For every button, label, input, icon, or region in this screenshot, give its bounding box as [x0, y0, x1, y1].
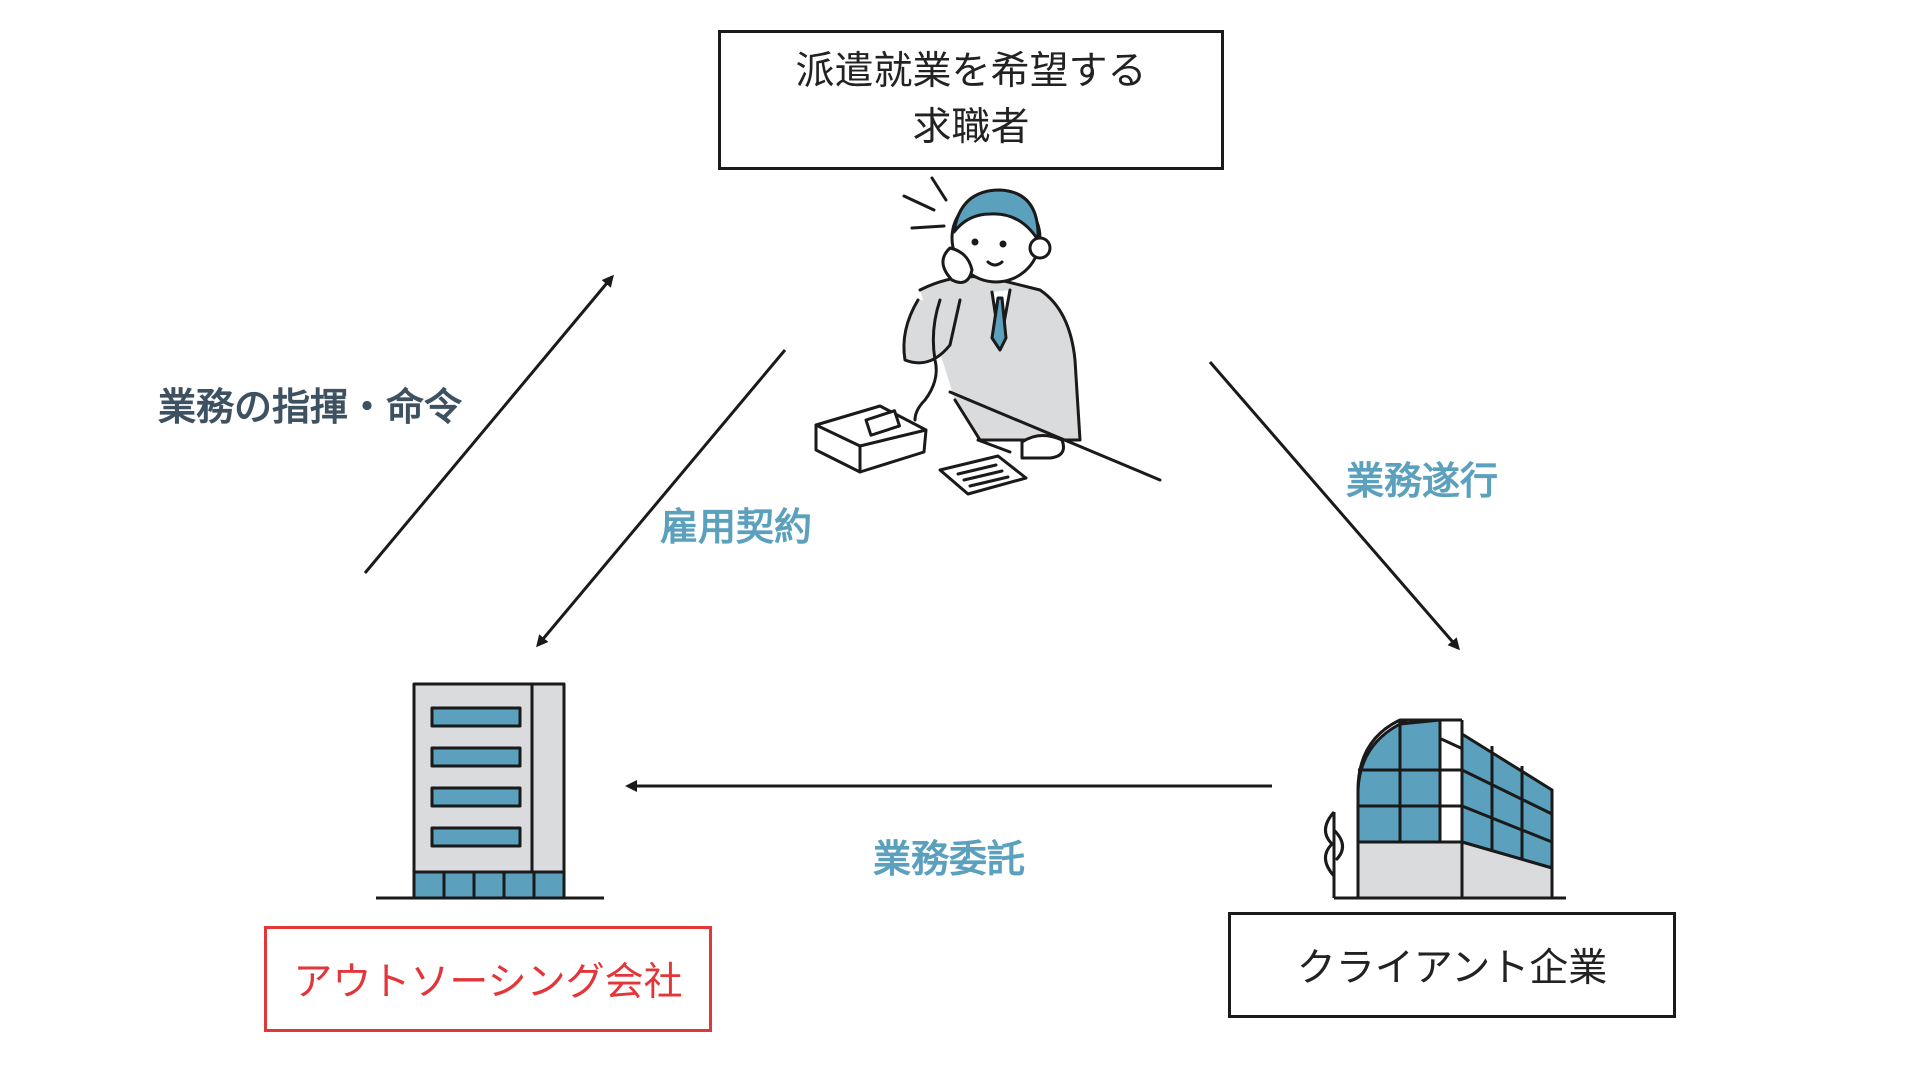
employment-label: 雇用契約	[660, 505, 813, 549]
outsourcing-company-label: アウトソーシング会社	[293, 960, 683, 1005]
execution-arrow	[1208, 361, 1460, 651]
outsourcing-company-box: アウトソーシング会社	[264, 926, 712, 1032]
seeker-box: 派遣就業を希望する 求職者	[718, 30, 1224, 170]
command-label: 業務の指揮・命令	[158, 385, 463, 429]
client-company-label: クライアント企業	[1296, 946, 1608, 991]
seeker-label-line1: 派遣就業を希望する	[795, 49, 1147, 94]
client-company-box: クライアント企業	[1228, 912, 1676, 1018]
employment-arrow	[536, 349, 787, 648]
execution-label: 業務遂行	[1346, 459, 1499, 503]
command-arrow	[363, 274, 614, 574]
outsourcing-label: 業務委託	[873, 837, 1026, 881]
seeker-label-line2: 求職者	[912, 105, 1030, 150]
